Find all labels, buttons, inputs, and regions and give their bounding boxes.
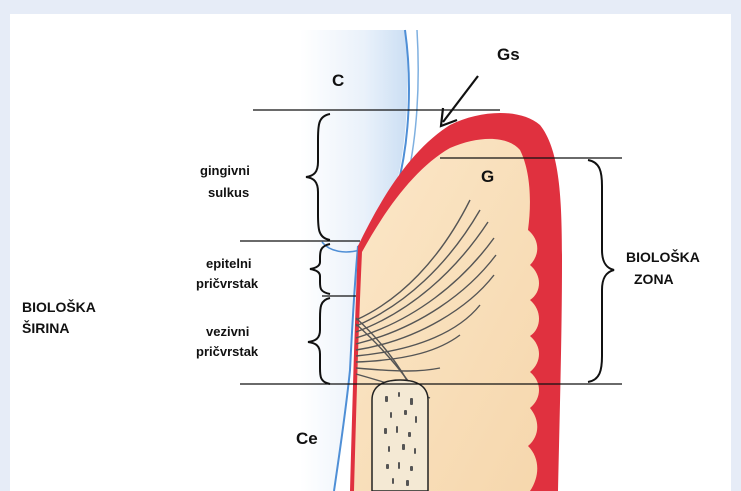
alveolar-bone [372,380,428,491]
label-epitelni: epitelni [206,256,252,271]
label-vezivni: vezivni [206,324,249,339]
brace-biological-zone [588,160,614,382]
label-bioloska-sirina-line2: ŠIRINA [22,319,69,336]
label-sulkus: sulkus [208,185,249,200]
label-pricvrstak-epitelni: pričvrstak [196,276,259,291]
label-c: C [332,71,344,90]
label-bioloska-zona-line2: ZONA [634,271,674,287]
label-pricvrstak-vezivni: pričvrstak [196,344,259,359]
label-ce: Ce [296,429,318,448]
label-bioloska-zona-line1: BIOLOŠKA [626,248,700,265]
label-gingivni: gingivni [200,163,250,178]
label-gs: Gs [497,45,520,64]
label-bioloska-sirina-line1: BIOLOŠKA [22,298,96,315]
label-g: G [481,167,494,186]
